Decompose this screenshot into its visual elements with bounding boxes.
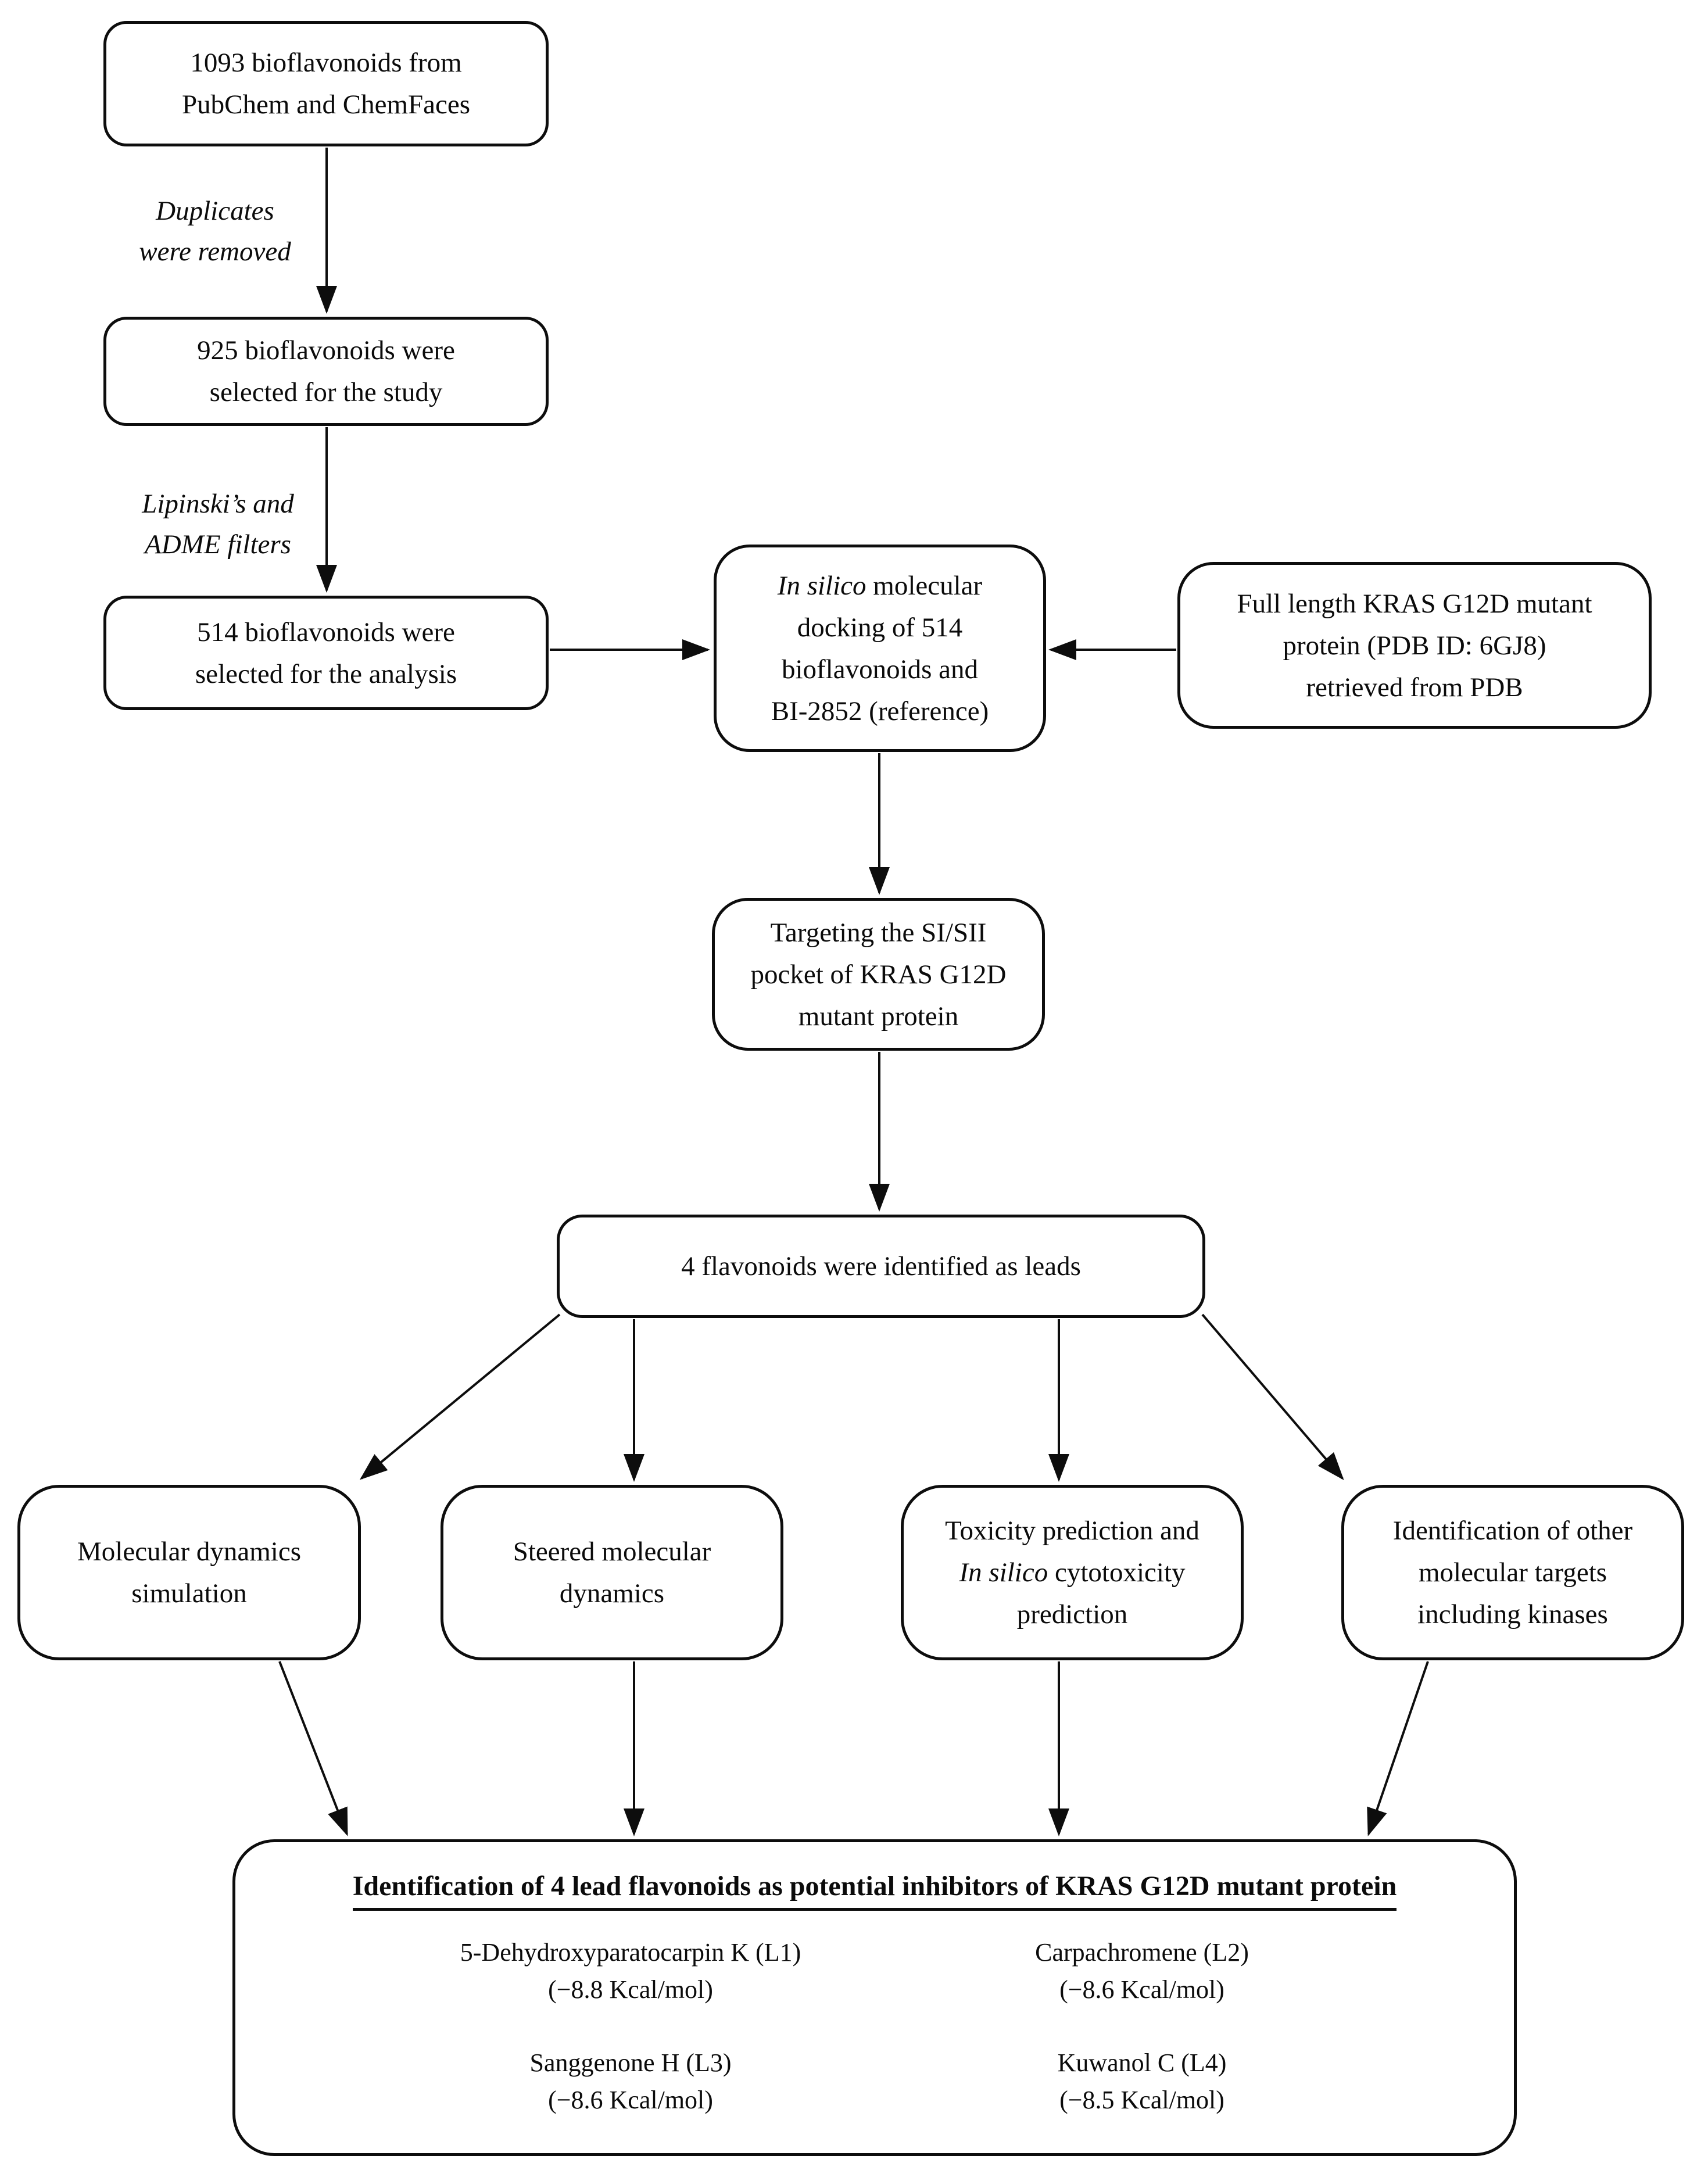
node-text: dynamics — [559, 1578, 665, 1609]
arrow-md-to-final — [278, 1661, 348, 1836]
lead-name: 5-Dehydroxyparatocarpin K (L1) — [460, 1938, 801, 1967]
lead-name: Carpachromene (L2) — [1035, 1938, 1249, 1967]
lead-entry: Kuwanol C (L4) (−8.5 Kcal/mol) — [840, 2044, 1444, 2119]
lead-entry: 5-Dehydroxyparatocarpin K (L1) (−8.8 Kca… — [328, 1934, 933, 2008]
node-text: Molecular dynamics — [77, 1537, 302, 1567]
lead-score: (−8.8 Kcal/mol) — [548, 1975, 713, 2004]
node-text: Full length KRAS G12D mutant — [1237, 588, 1592, 619]
node-text: 925 bioflavonoids were — [197, 335, 455, 366]
lead-name: Kuwanol C (L4) — [1057, 2049, 1227, 2077]
node-text: Targeting the SI/SII — [770, 917, 987, 948]
lead-name: Sanggenone H (L3) — [529, 2049, 732, 2077]
node-other-targets: Identification of other molecular target… — [1341, 1485, 1684, 1660]
node-source-compounds: 1093 bioflavonoids from PubChem and Chem… — [103, 21, 549, 146]
node-toxicity-prediction: Toxicity prediction and In silico cytoto… — [901, 1485, 1244, 1660]
edge-label-text: Duplicates — [156, 196, 274, 226]
lead-score: (−8.5 Kcal/mol) — [1059, 2086, 1224, 2114]
node-text: mutant protein — [798, 1001, 959, 1032]
node-text: In silico cytotoxicity — [959, 1552, 1186, 1593]
edge-label-text: Lipinski’s and — [142, 489, 294, 519]
node-text: BI-2852 (reference) — [771, 696, 989, 726]
node-pocket-targeting: Targeting the SI/SII pocket of KRAS G12D… — [712, 898, 1045, 1051]
node-kras-protein: Full length KRAS G12D mutant protein (PD… — [1177, 562, 1652, 729]
node-text-italic: In silico — [959, 1557, 1048, 1588]
arrow-leads-to-md — [359, 1313, 561, 1480]
node-text: selected for the analysis — [195, 658, 457, 689]
edge-label-lipinski-adme: Lipinski’s and ADME filters — [90, 484, 346, 565]
node-text: In silico molecular — [778, 565, 982, 607]
node-text: docking of 514 — [797, 612, 963, 643]
node-text: retrieved from PDB — [1306, 672, 1523, 703]
node-steered-md: Steered molecular dynamics — [441, 1485, 783, 1660]
lead-score: (−8.6 Kcal/mol) — [1059, 1975, 1224, 2004]
node-text: molecular — [866, 570, 983, 601]
node-text: Toxicity prediction and — [945, 1516, 1199, 1546]
lead-entry: Sanggenone H (L3) (−8.6 Kcal/mol) — [328, 2044, 933, 2119]
node-text: Identification of other — [1392, 1516, 1633, 1546]
node-text: 1093 bioflavonoids from — [190, 48, 462, 78]
final-title-text: Identification of 4 lead flavonoids as p… — [352, 1870, 1397, 1911]
node-text: PubChem and ChemFaces — [181, 89, 471, 120]
final-leads-column-right: Carpachromene (L2) (−8.6 Kcal/mol) Kuwan… — [840, 1934, 1444, 2155]
lead-score: (−8.6 Kcal/mol) — [548, 2086, 713, 2114]
node-text: prediction — [1016, 1599, 1128, 1630]
node-text: simulation — [131, 1578, 247, 1609]
node-docking: In silico molecular docking of 514 biofl… — [714, 545, 1046, 752]
arrow-targets-to-final — [1367, 1661, 1429, 1836]
node-text-italic: In silico — [777, 570, 866, 601]
node-text: protein (PDB ID: 6GJ8) — [1283, 630, 1546, 661]
node-925-selected: 925 bioflavonoids were selected for the … — [103, 317, 549, 426]
node-514-selected: 514 bioflavonoids were selected for the … — [103, 596, 549, 710]
node-text: Steered molecular — [513, 1537, 711, 1567]
edge-label-duplicates: Duplicates were removed — [96, 191, 334, 272]
node-text: 514 bioflavonoids were — [197, 617, 455, 647]
node-text: 4 flavonoids were identified as leads — [681, 1251, 1081, 1281]
edge-label-text: ADME filters — [145, 529, 291, 560]
edge-label-text: were removed — [139, 237, 291, 267]
node-text: including kinases — [1417, 1599, 1608, 1630]
node-leads-identified: 4 flavonoids were identified as leads — [557, 1215, 1205, 1318]
lead-entry: Carpachromene (L2) (−8.6 Kcal/mol) — [840, 1934, 1444, 2008]
final-leads-column-left: 5-Dehydroxyparatocarpin K (L1) (−8.8 Kca… — [328, 1934, 933, 2155]
node-md-simulation: Molecular dynamics simulation — [17, 1485, 361, 1660]
node-text: bioflavonoids and — [781, 654, 979, 685]
final-title: Identification of 4 lead flavonoids as p… — [235, 1870, 1514, 1911]
node-text: molecular targets — [1418, 1557, 1607, 1588]
arrow-leads-to-targets — [1201, 1313, 1344, 1481]
node-text: cytotoxicity — [1048, 1557, 1186, 1588]
node-final-summary: Identification of 4 lead flavonoids as p… — [232, 1839, 1517, 2156]
node-text: selected for the study — [209, 377, 443, 407]
node-text: pocket of KRAS G12D — [750, 959, 1007, 990]
